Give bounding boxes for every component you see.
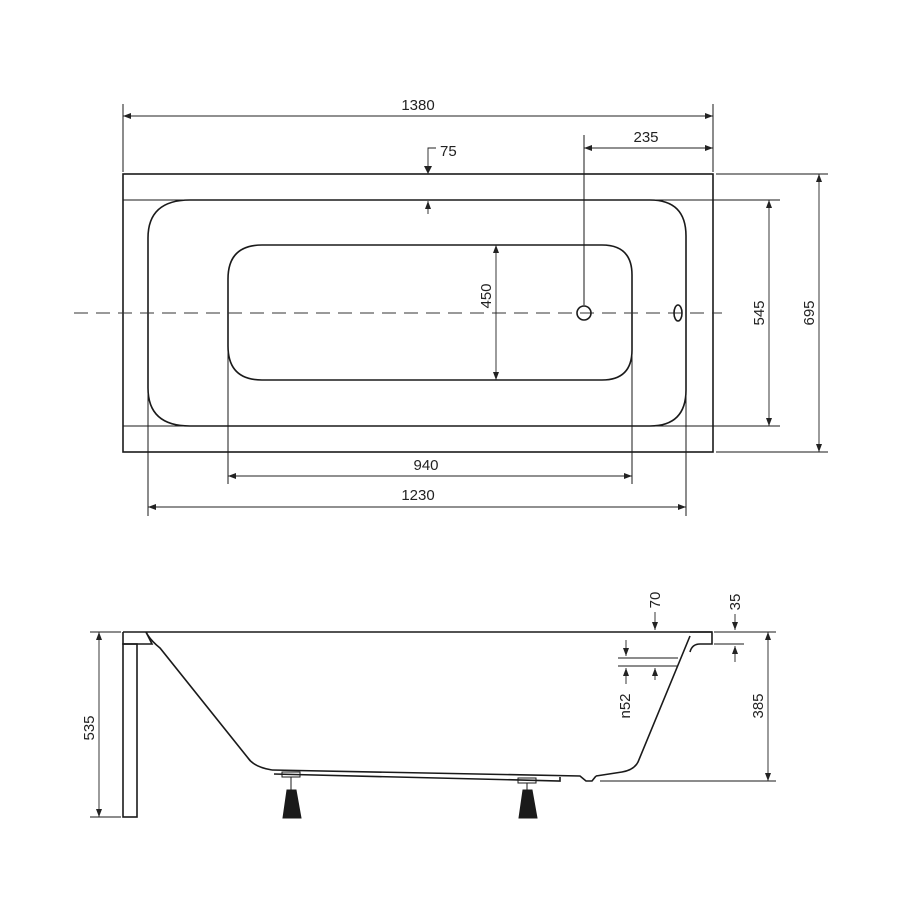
right-rim-step: [689, 631, 713, 653]
dim-label-450: 450: [478, 283, 495, 308]
dim-label-35: 35: [727, 594, 744, 611]
dim-label-1380: 1380: [401, 97, 434, 114]
dim-label-385: 385: [750, 693, 767, 718]
left-support-panel: [122, 643, 138, 818]
foot-left-icon: [282, 789, 302, 819]
top-view: 1380 235 75 450 545 695 940 1230: [74, 97, 828, 516]
dim-label-235: 235: [633, 129, 658, 146]
basin-mid-outline: [147, 199, 687, 427]
base-frame: [273, 773, 561, 782]
overflow-icon: [673, 304, 683, 322]
dim-label-75: 75: [440, 143, 457, 160]
foot-right-icon: [518, 789, 538, 819]
drain-icon: [576, 305, 592, 321]
dim-label-n52: n52: [617, 693, 634, 718]
dim-label-545: 545: [751, 300, 768, 325]
dim-label-1230: 1230: [401, 487, 434, 504]
dim-label-535: 535: [81, 715, 98, 740]
back-rest-wall: [145, 631, 273, 771]
foot-wall: [595, 635, 691, 777]
dim-label-940: 940: [413, 457, 438, 474]
side-view: 70 n52 35 385 535: [81, 592, 776, 819]
dim-label-70: 70: [647, 592, 664, 609]
tub-bottom: [271, 769, 597, 782]
dim-label-695: 695: [801, 300, 818, 325]
basin-floor-outline: [227, 244, 633, 381]
